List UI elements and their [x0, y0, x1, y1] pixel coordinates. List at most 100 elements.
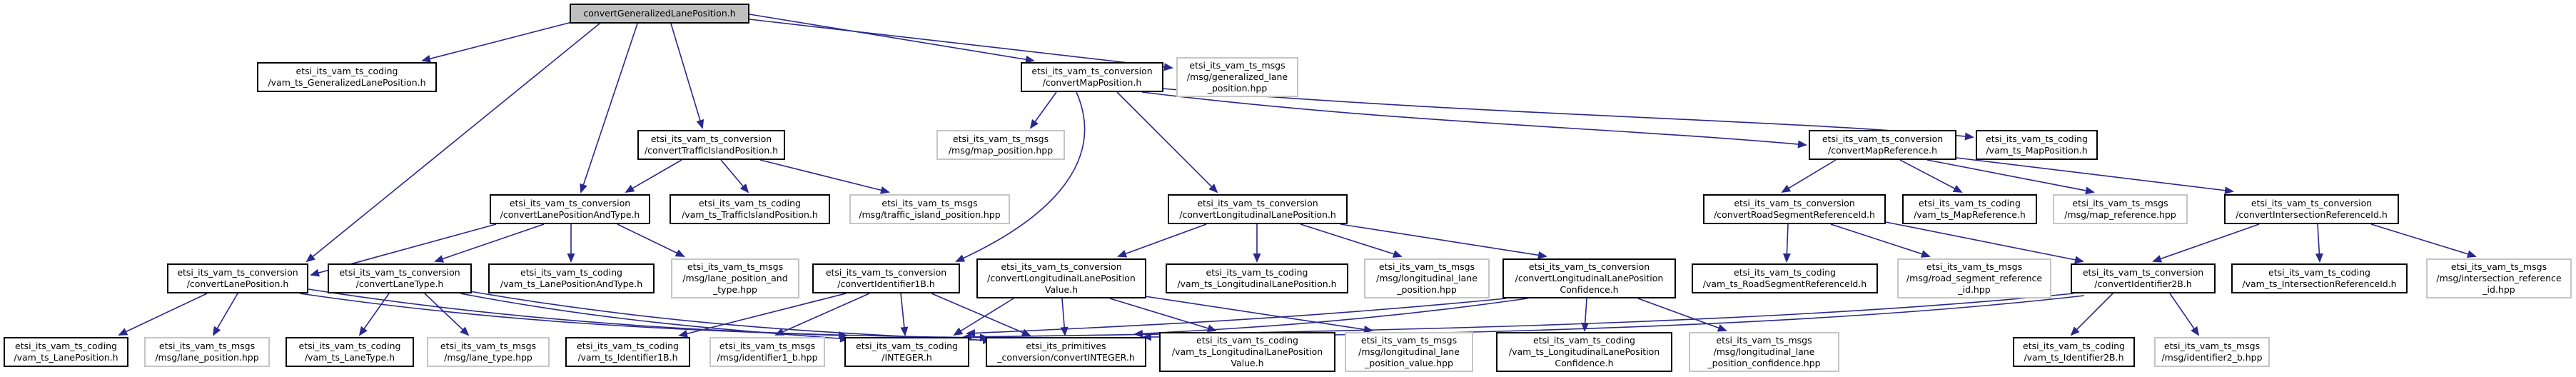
node-label-line: /convertLongitudinalLanePosition — [987, 273, 1136, 283]
graph-node-vam-ts-identifier1b-h[interactable]: etsi_its_vam_ts_coding/vam_ts_Identifier… — [565, 337, 690, 367]
graph-node-convertlongitudinallaneposition-h[interactable]: etsi_its_vam_ts_conversion/convertLongit… — [1168, 194, 1348, 224]
graph-node-vam-ts-laneposition-h[interactable]: etsi_its_vam_ts_coding/vam_ts_LanePositi… — [4, 337, 128, 367]
graph-node-convertidentifier1b-h[interactable]: etsi_its_vam_ts_conversion/convertIdenti… — [812, 263, 960, 293]
include-edge-n27-n42 — [2070, 293, 2113, 336]
graph-node-convertmapposition-h[interactable]: etsi_its_vam_ts_conversion/convertMapPos… — [1021, 62, 1163, 92]
graph-node-vam-ts-intersectionreferenceid-h[interactable]: etsi_its_vam_ts_coding/vam_ts_Intersecti… — [2231, 263, 2408, 293]
graph-node-position-hpp: etsi_its_vam_ts_msgs/msg/generalized_lan… — [1176, 57, 1298, 97]
graph-node-vam-ts-mapreference-h[interactable]: etsi_its_vam_ts_coding/vam_ts_MapReferen… — [1902, 194, 2037, 224]
include-edge-n27-n36 — [962, 293, 2074, 341]
include-edge-n2-n11 — [1116, 91, 1218, 193]
node-label-line: /vam_ts_LongitudinalLanePosition — [1171, 346, 1323, 357]
node-label-line: etsi_its_vam_ts_coding — [520, 267, 622, 278]
node-label-line: etsi_its_vam_ts_msgs — [158, 341, 256, 351]
node-label-line: _type.hpp — [713, 284, 757, 295]
graph-node-id-hpp: etsi_its_vam_ts_msgs/msg/road_segment_re… — [1897, 258, 2051, 298]
include-edge-n15-n27 — [2152, 223, 2260, 263]
graph-node-value-h[interactable]: etsi_its_vam_ts_conversion/convertLongit… — [976, 258, 1146, 298]
graph-node-vam-ts-lanepositionandtype-h[interactable]: etsi_its_vam_ts_coding/vam_ts_LanePositi… — [488, 263, 655, 293]
node-label-line: _position.hpp — [1207, 83, 1268, 94]
node-label-line: /vam_ts_MapPosition.h — [1986, 145, 2088, 156]
node-label-line: _position.hpp — [1397, 284, 1457, 295]
include-edge-n4-n8 — [625, 159, 682, 193]
node-label-line: etsi_its_vam_ts_coding — [15, 341, 117, 351]
graph-node-convertidentifier2b-h[interactable]: etsi_its_vam_ts_conversion/convertIdenti… — [2071, 263, 2216, 293]
graph-node-msg-map-reference-hpp: etsi_its_vam_ts_msgs/msg/map_reference.h… — [2053, 194, 2188, 224]
include-edge-n0-n16 — [305, 23, 600, 263]
node-label-line: /msg/map_reference.hpp — [2064, 209, 2176, 220]
node-label-line: /convertLongitudinalLanePosition.h — [1179, 209, 1336, 220]
node-label-line: /convertTrafficIslandPosition.h — [644, 145, 779, 156]
include-edge-n11-n21 — [1117, 223, 1207, 258]
graph-node-vam-ts-lanetype-h[interactable]: etsi_its_vam_ts_coding/vam_ts_LaneType.h — [286, 337, 414, 367]
node-label-line: /INTEGER.h — [882, 352, 932, 363]
graph-node-position-hpp: etsi_its_vam_ts_msgs/msg/longitudinal_la… — [1364, 258, 1490, 298]
node-label-line: Confidence.h — [1560, 284, 1619, 295]
graph-node-confidence-h[interactable]: etsi_its_vam_ts_coding/vam_ts_Longitudin… — [1496, 332, 1672, 372]
node-label-line: /msg/generalized_lane — [1186, 71, 1288, 82]
include-edge-n8-n17 — [434, 223, 545, 263]
node-label-line: /msg/traffic_island_position.hpp — [859, 209, 1001, 220]
graph-node-convertlanepositionandtype-h[interactable]: etsi_its_vam_ts_conversion/convertLanePo… — [490, 194, 650, 224]
node-label-line: Confidence.h — [1555, 358, 1614, 368]
include-edge-n6-n14 — [1926, 159, 2095, 195]
include-edge-n17-n37 — [469, 291, 992, 344]
node-label-line: etsi_its_vam_ts_conversion — [509, 198, 631, 208]
include-edge-n15-n28 — [2315, 223, 2323, 263]
node-label-line: /msg/longitudinal_lane — [1358, 346, 1460, 357]
node-label-line: etsi_its_vam_ts_msgs — [882, 198, 978, 208]
include-edge-n0-n3 — [749, 19, 1173, 71]
node-label-line: /convertMapReference.h — [1827, 145, 1937, 156]
node-label-line: etsi_its_vam_ts_msgs — [1378, 261, 1475, 272]
node-label-line: /vam_ts_IntersectionReferenceId.h — [2242, 278, 2397, 289]
node-label-line: /vam_ts_LaneType.h — [304, 352, 395, 363]
graph-node-confidence-h[interactable]: etsi_its_vam_ts_conversion/convertLongit… — [1502, 258, 1676, 298]
node-label-line: etsi_its_vam_ts_conversion — [177, 267, 298, 278]
include-edge-n20-n34 — [678, 293, 847, 338]
graph-node-converttrafficislandposition-h[interactable]: etsi_its_vam_ts_conversion/convertTraffi… — [637, 130, 785, 160]
include-edge-n2-n6 — [1141, 91, 1807, 149]
include-edge-n17-n36 — [460, 293, 849, 343]
graph-node-vam-ts-identifier2b-h[interactable]: etsi_its_vam_ts_coding/vam_ts_Identifier… — [2013, 337, 2135, 367]
node-label-line: etsi_its_vam_ts_msgs — [719, 341, 816, 351]
include-edge-n8-n19 — [617, 223, 685, 257]
include-edge-n4-n10 — [759, 159, 890, 194]
graph-node-msg-identifier1-b-hpp: etsi_its_vam_ts_msgs/msg/identifier1_b.h… — [709, 337, 825, 367]
graph-node-msg-lane-position-hpp: etsi_its_vam_ts_msgs/msg/lane_position.h… — [144, 337, 270, 367]
include-edge-n21-n39 — [1144, 296, 1373, 333]
node-label-line: /msg/identifier1_b.hpp — [717, 352, 818, 363]
node-label-line: etsi_its_vam_ts_msgs — [1360, 335, 1458, 346]
graph-node-vam-ts-roadsegmentreferenceid-h[interactable]: etsi_its_vam_ts_coding/vam_ts_RoadSegmen… — [1692, 263, 1878, 293]
graph-node-vam-ts-generalizedlaneposition-h[interactable]: etsi_its_vam_ts_coding/vam_ts_Generalize… — [257, 62, 437, 92]
node-label-line: etsi_its_vam_ts_conversion — [1197, 198, 1318, 208]
include-edge-n11-n24 — [1340, 223, 1547, 259]
graph-node-vam-ts-longitudinallaneposition-h[interactable]: etsi_its_vam_ts_coding/vam_ts_Longitudin… — [1166, 263, 1348, 293]
graph-node-conversion-convertinteger-h[interactable]: etsi_its_primitives_conversion/convertIN… — [986, 337, 1146, 367]
node-label-line: Value.h — [1231, 358, 1264, 368]
node-label-line: /vam_ts_GeneralizedLanePosition.h — [268, 77, 426, 88]
graph-node-convertintersectionreferenceid-h[interactable]: etsi_its_vam_ts_conversion/convertInters… — [2224, 194, 2399, 224]
include-edge-n2-n5 — [1029, 91, 1057, 129]
include-edge-n27-n43 — [2169, 293, 2200, 336]
graph-node-vam-ts-trafficislandposition-h[interactable]: etsi_its_vam_ts_coding/vam_ts_TrafficIsl… — [670, 194, 830, 224]
graph-node-convertmapreference-h[interactable]: etsi_its_vam_ts_conversion/convertMapRef… — [1809, 130, 1956, 160]
graph-node-value-h[interactable]: etsi_its_vam_ts_coding/vam_ts_Longitudin… — [1159, 332, 1335, 372]
node-label-line: etsi_its_vam_ts_msgs — [1926, 261, 2023, 272]
node-label-line: /vam_ts_LanePositionAndType.h — [500, 278, 643, 289]
node-label-line: /vam_ts_LongitudinalLanePosition.h — [1177, 278, 1337, 289]
graph-node-convertlaneposition-h[interactable]: etsi_its_vam_ts_conversion/convertLanePo… — [167, 263, 308, 293]
include-edge-n20-n35 — [774, 293, 870, 336]
node-label-line: etsi_its_vam_ts_coding — [1206, 267, 1308, 278]
graph-node-msg-lane-type-hpp: etsi_its_vam_ts_msgs/msg/lane_type.hpp — [427, 337, 550, 367]
include-edge-n0-n4 — [670, 23, 704, 129]
graph-node-convertlanetype-h[interactable]: etsi_its_vam_ts_conversion/convertLaneTy… — [328, 263, 472, 293]
graph-node-convertroadsegmentreferenceid-h[interactable]: etsi_its_vam_ts_conversion/convertRoadSe… — [1703, 194, 1886, 224]
include-edge-n17-n33 — [424, 293, 470, 336]
graph-node-integer-h[interactable]: etsi_its_vam_ts_coding/INTEGER.h — [844, 337, 969, 367]
node-label-line: etsi_its_vam_ts_conversion — [650, 134, 772, 144]
graph-node-convertgeneralizedlaneposition-h: convertGeneralizedLanePosition.h — [570, 4, 749, 24]
node-label-line: etsi_its_vam_ts_conversion — [1734, 198, 1855, 208]
graph-node-vam-ts-mapposition-h[interactable]: etsi_its_vam_ts_coding/vam_ts_MapPositio… — [1976, 130, 2098, 160]
include-edge-n16-n30 — [118, 293, 208, 336]
